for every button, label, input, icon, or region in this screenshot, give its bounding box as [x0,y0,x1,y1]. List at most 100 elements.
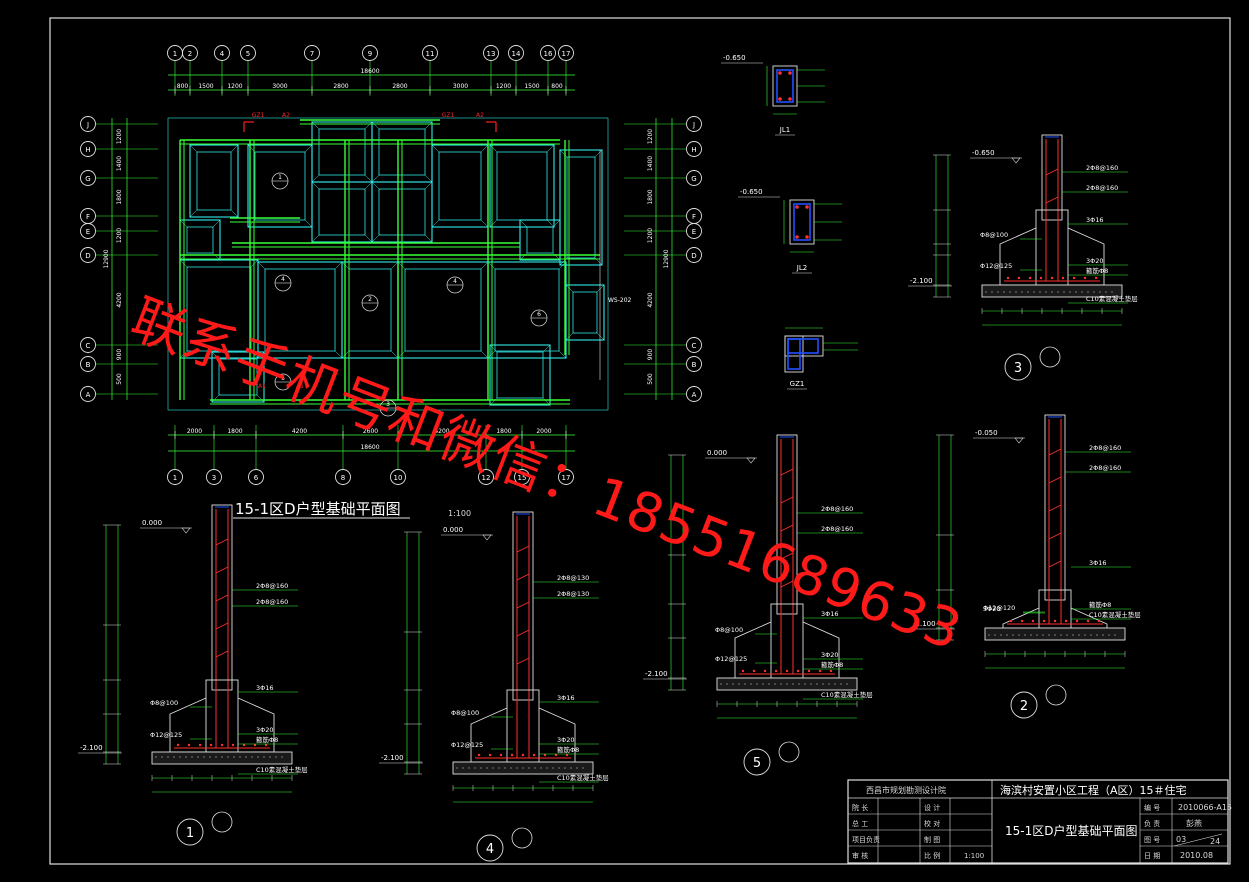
left-axis-bubble [80,356,96,372]
plan-boundary [167,117,609,411]
footing-bar-dot [796,669,800,673]
footing-bar-dot [774,669,778,673]
bed-speck [275,756,277,758]
rebar-note: 2Φ8@130 [557,590,589,598]
footing-outer [211,351,265,403]
left-axis-bubble-label: D [85,252,90,260]
elev-mark [1014,437,1024,444]
bed-speck [994,634,996,636]
bed-speck [985,291,987,293]
top-axis-bubble-label: 16 [544,50,553,58]
left-axis-bubble [80,337,96,353]
top-axis-bubble [240,45,256,61]
rebar-note: C10素混凝土垫层 [256,765,308,774]
dim-text: 2800 [392,83,407,90]
footing-bar-dot [242,743,246,747]
tb-label: 总 工 [852,819,868,828]
plan-marker: A1 [296,383,304,390]
footing-corner [596,284,605,293]
footing-corner [489,344,498,353]
bed-speck [486,767,488,769]
bed-speck [834,683,836,685]
footing-corner [304,219,313,228]
footing-corner [542,344,551,353]
footing-corner [364,181,373,190]
bed-speck [233,756,235,758]
footing-bar-dot [1083,276,1087,280]
bottom-axis-bubble-label: 10 [394,474,403,482]
footing-detail-1: 0.000-2.1002Φ8@1602Φ8@1603Φ16Φ8@100Φ12@1… [78,504,308,846]
rebar-note: 3Φ20 [983,605,1001,613]
footing-corner [559,149,568,158]
footing-bar-dot [1097,619,1101,623]
footing-bar-dot [741,669,745,673]
dim-total-left: 12900 [103,249,110,268]
column-outline [776,434,798,615]
rebar-note: 3Φ16 [256,684,274,692]
elevation-top: 0.000 [142,519,162,527]
concrete-bed [981,284,1123,298]
right-axis-bubble [686,356,702,372]
drawing-border [49,17,1231,865]
rebar-note: Φ12@120 [983,604,1015,612]
beam-elevation: -0.650 [723,54,746,62]
elevation-bottom: -2.100 [913,620,936,628]
bed-speck [744,683,746,685]
detail-ref-circle [1045,684,1067,706]
rebar-note: Φ8@100 [150,699,178,707]
detail-number: 4 [486,842,494,857]
left-axis-bubble [80,247,96,263]
bed-speck [1060,634,1062,636]
dim-text: 1200 [496,83,511,90]
footing-corner [371,234,380,243]
bed-speck [257,756,259,758]
footing-bar-dot [231,743,235,747]
column-stirrup [780,468,794,476]
footing-bar-dot [1017,276,1021,280]
bed-speck [1084,634,1086,636]
rebar-note: 2Φ8@130 [557,574,589,582]
footing-inner [186,226,214,254]
detail-number: 2 [1020,699,1028,714]
bed-speck [1045,291,1047,293]
footing-corner [211,394,220,403]
side-note: WS-202 [608,297,632,304]
detail-number-circle [1010,691,1038,719]
top-axis-bubble-label: 5 [246,50,250,58]
footing-bar-dot [752,669,756,673]
column-stirrup [516,573,530,581]
rebar-note: 箍筋Φ8 [1089,600,1111,609]
bed-speck [1057,291,1059,293]
dim-text: 800 [177,83,189,90]
tb-label: 日 期 [1144,852,1160,860]
footing-bar-dot [1031,619,1035,623]
right-axis-bubble [686,170,702,186]
footing-corner [546,219,555,228]
bed-speck [227,756,229,758]
bed-speck [245,756,247,758]
footing-corner [311,181,320,190]
bed-speck [1054,634,1056,636]
bed-speck [191,756,193,758]
beam-elevation: -0.650 [740,188,763,196]
top-axis-bubble-label: 13 [487,50,496,58]
footing-outer [189,144,239,218]
bed-speck [1033,291,1035,293]
bed-speck [1015,291,1017,293]
column-stirrup [215,594,229,602]
bed-speck [780,683,782,685]
footing-corner [489,219,498,228]
concrete-bed [984,627,1126,641]
column-stirrup [1048,504,1062,512]
bed-speck [726,683,728,685]
bed-speck [197,756,199,758]
column-stirrup [215,622,229,630]
dim-text: 1400 [116,156,123,171]
footing-inner [318,188,366,236]
bed-speck [1087,291,1089,293]
column-outline [211,504,233,691]
footing-corner [256,351,265,360]
left-axis-bubble-label: A [86,391,91,399]
column-stirrup [1045,168,1059,176]
